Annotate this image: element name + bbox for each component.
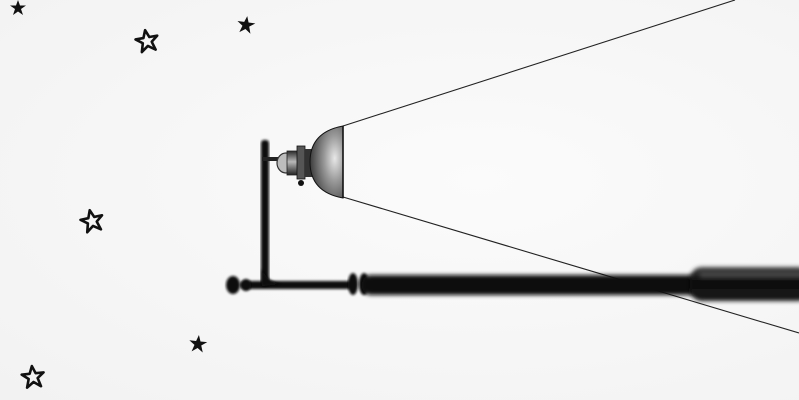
- telescopic-rod-icon: [226, 267, 799, 301]
- star-outline-icon: [21, 365, 45, 388]
- star-icon: [10, 0, 26, 15]
- stars-group: [10, 0, 256, 388]
- star-icon: [236, 15, 256, 34]
- star-outline-icon: [134, 28, 159, 53]
- star-outline-icon: [79, 208, 105, 233]
- searchlight-lamp-icon: [277, 126, 343, 198]
- star-icon: [188, 334, 208, 353]
